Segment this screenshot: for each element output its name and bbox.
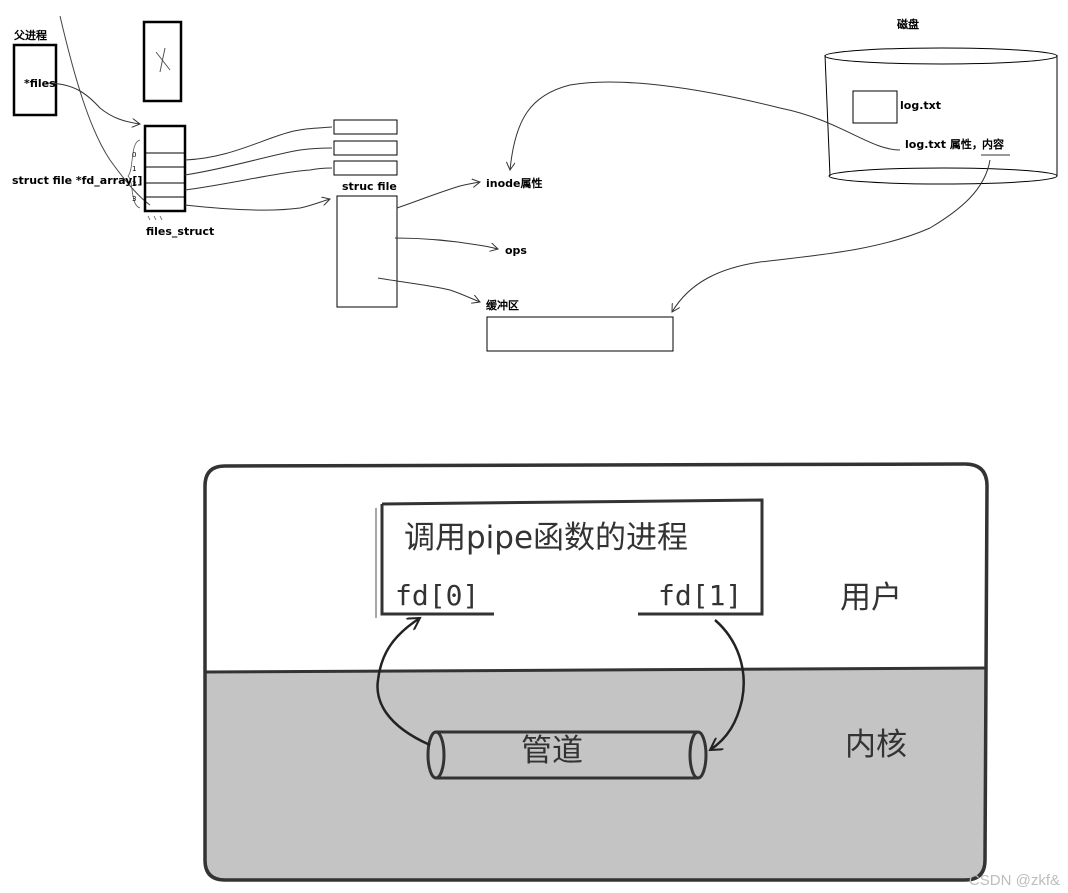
disk-to-inode-arrow (510, 81, 901, 170)
kernel-space-label: 内核 (845, 727, 907, 763)
ops-arrow (394, 237, 498, 249)
file-box-2 (333, 140, 398, 156)
fd-arrow-3 (184, 199, 330, 211)
pipe-left-end (426, 730, 446, 780)
parent-process-label: 父进程 (14, 29, 47, 42)
log-attr-label: log.txt 属性， (905, 138, 983, 151)
parent-process-box (12, 43, 58, 117)
kernel-area (205, 668, 987, 880)
watermark: CSDN @zkf& (968, 872, 1060, 889)
file-box-1 (333, 119, 398, 135)
files-struct-label: files_struct (146, 225, 215, 238)
tick-marks (147, 215, 163, 221)
log-content-label: 内容 (982, 138, 1004, 151)
fd-index-0: 0 (132, 151, 137, 159)
read-arrow (376, 618, 431, 747)
struc-file-box (336, 195, 398, 308)
x-mark (155, 47, 171, 73)
disk-bottom (828, 167, 1058, 185)
left-sketch-curve (59, 15, 151, 206)
inode-arrow (396, 182, 480, 209)
process-label: 调用pipe函数的进程 (404, 520, 689, 556)
struc-file-label: struc file (342, 180, 397, 193)
fd-index-2: 2 (132, 180, 137, 188)
disk-label: 磁盘 (897, 18, 919, 31)
buffer-label: 缓冲区 (486, 299, 519, 312)
fd0-label: fd[0] (395, 579, 480, 612)
fd-index-3: 3 (132, 195, 137, 203)
buffer-arrow (377, 277, 480, 302)
buffer-box (486, 316, 674, 352)
files-arrow (45, 82, 140, 124)
log-file-label: log.txt (900, 99, 941, 112)
fd-array-label: struct file *fd_array[] (12, 174, 143, 187)
pipe-body (436, 730, 698, 780)
pipe-label: 管道 (521, 733, 583, 769)
disk-body (824, 54, 1058, 177)
fd-brace (127, 139, 141, 209)
disk-top (824, 47, 1058, 65)
fd-arrow-1 (184, 147, 333, 176)
files-pointer-label: *files (24, 77, 56, 90)
log-file-box (852, 90, 898, 124)
pipe-frame (203, 462, 989, 882)
fd-arrow-2 (184, 167, 333, 191)
inode-label: inode属性 (486, 177, 543, 190)
process-box (380, 498, 764, 616)
write-arrow (710, 619, 745, 750)
file-box-3 (333, 160, 398, 176)
user-kernel-divider (204, 666, 988, 674)
files-struct-box (143, 124, 187, 213)
x-box (142, 20, 183, 103)
disk-to-buffer-arrow (672, 159, 991, 312)
ops-label: ops (505, 244, 527, 257)
pipe-right-end (688, 730, 708, 780)
user-space-label: 用户 (840, 580, 902, 616)
fd1-label: fd[1] (658, 579, 743, 612)
fd-arrow-0 (184, 126, 333, 161)
fd-index-1: 1 (132, 165, 137, 173)
